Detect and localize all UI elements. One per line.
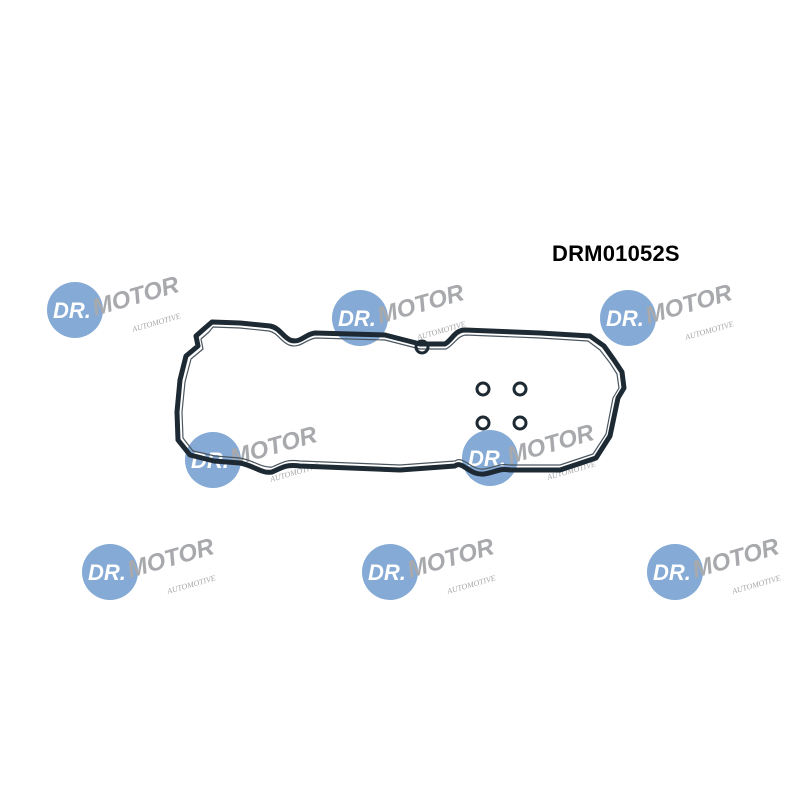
o-ring <box>512 415 528 431</box>
watermark-logo <box>600 279 736 346</box>
o-ring <box>475 415 491 431</box>
watermark-logo <box>647 533 783 600</box>
product-code: DRM01052S <box>552 241 680 266</box>
o-ring <box>414 339 430 355</box>
watermark-logo <box>362 533 498 600</box>
o-ring <box>512 381 528 397</box>
watermark-logo <box>185 421 321 488</box>
o-ring <box>475 381 491 397</box>
valve-cover-gasket <box>174 319 627 477</box>
watermark-logo <box>47 271 183 338</box>
watermark-logo <box>82 533 218 600</box>
